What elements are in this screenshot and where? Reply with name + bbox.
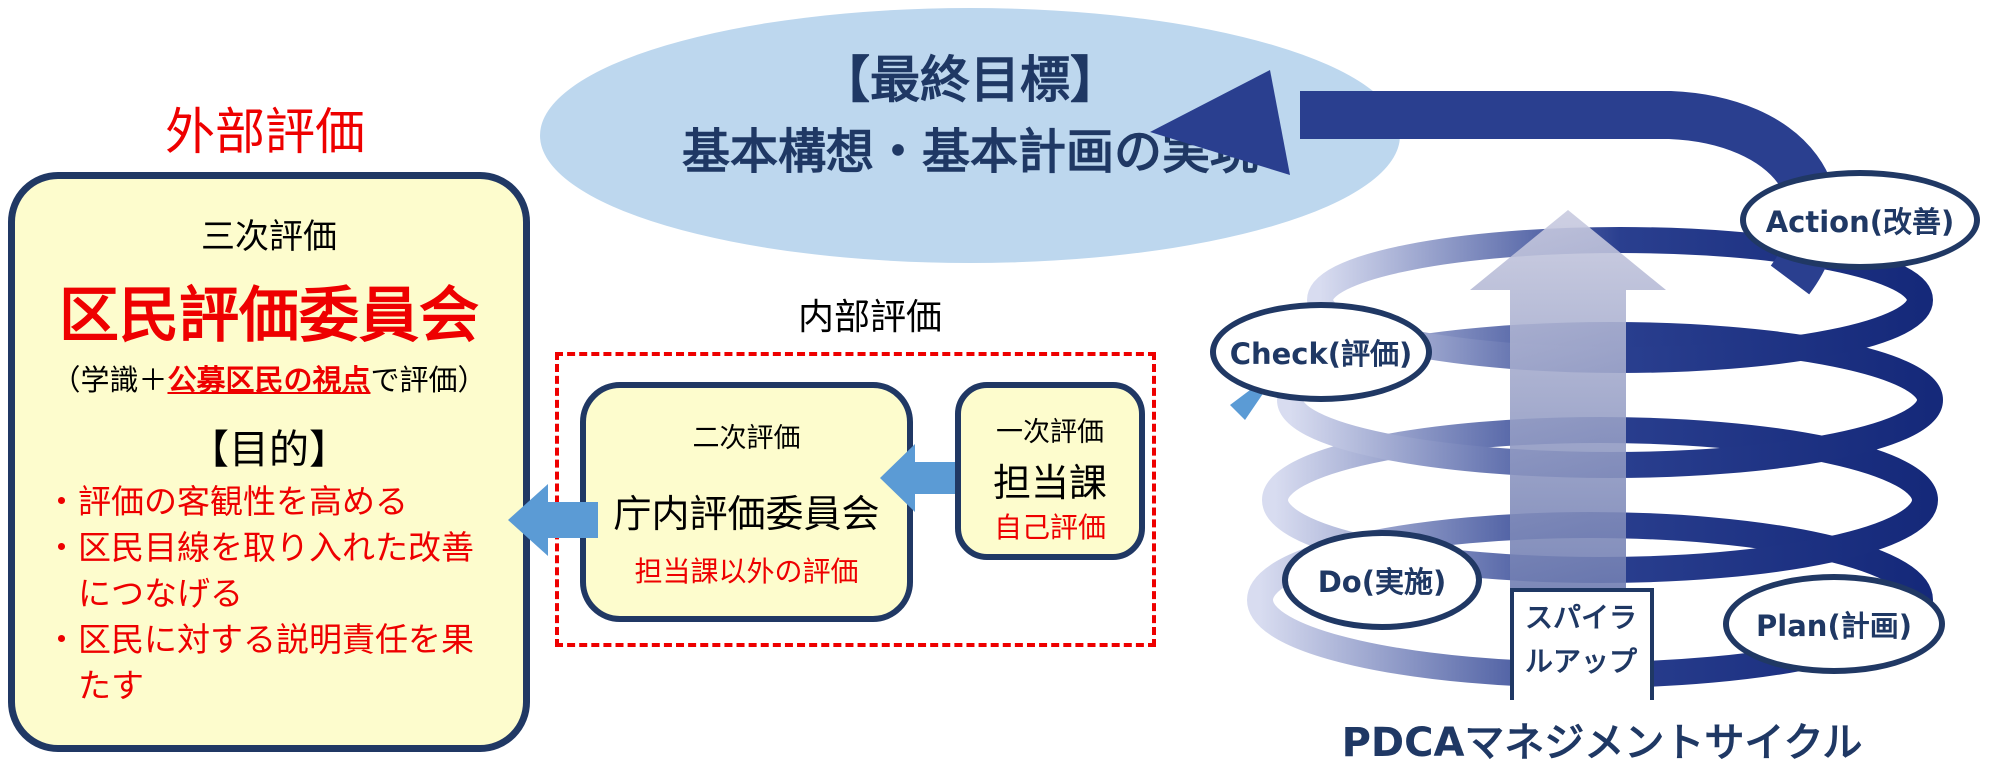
viewpoint-highlight: 公募区民の視点 [167,363,371,397]
purpose-item: たす [45,666,144,705]
do-label: Do(実施) [1317,565,1447,599]
spiral-up-line1: スパイラ [1524,601,1637,634]
first-evaluation-note: 自己評価 [993,511,1106,544]
pdca-caption: PDCAマネジメントサイクル [1341,720,1863,766]
check-label: Check(評価) [1229,337,1413,371]
purpose-item: ・区民目線を取り入れた改善 [45,528,474,567]
action-label: Action(改善) [1765,205,1955,239]
viewpoint-suffix: で評価） [370,363,487,397]
spiral-up-arrow [1470,210,1666,680]
internal-committee-title: 庁内評価委員会 [613,492,880,536]
plan-pill: Plan(計画) [1723,574,1945,674]
purpose-item: ・評価の客観性を高める [45,482,408,521]
goal-title: 【最終目標】 [820,51,1120,109]
second-evaluation-note: 担当課以外の評価 [634,555,859,588]
top-arrow-head [1150,70,1290,175]
second-evaluation-level: 二次評価 [692,423,801,454]
action-pill: Action(改善) [1740,170,1980,270]
internal-evaluation-frame [555,352,1156,647]
second-to-external-arrow [508,484,598,556]
spiral-up-label-box [1510,588,1654,700]
external-evaluation-box: 三次評価 区民評価委員会 （学識＋公募区民の視点で評価） 【目的】 ・評価の客観… [8,172,530,752]
resident-committee-title: 区民評価委員会 [59,281,479,351]
third-evaluation-label: 三次評価 [201,217,337,257]
purpose-item: につなげる [45,574,243,613]
first-evaluation-box: 一次評価 担当課 自己評価 [955,382,1145,560]
spiral-up-label: スパイラ ルアップ [1515,596,1647,684]
plan-label: Plan(計画) [1756,609,1912,643]
department-title: 担当課 [992,461,1107,505]
internal-evaluation-label: 内部評価 [797,297,942,338]
pdca-spiral-graphic [1150,70,1943,700]
viewpoint-prefix: （学識＋ [51,363,168,397]
purpose-heading: 【目的】 [189,427,349,473]
external-evaluation-label: 外部評価 [165,103,365,161]
purpose-item: ・区民に対する説明責任を果 [45,620,474,659]
first-to-second-arrow [880,444,955,512]
check-pill: Check(評価) [1210,302,1432,402]
viewpoint-text: （学識＋公募区民の視点で評価） [15,357,523,399]
spiral-up-line2: ルアップ [1524,645,1637,678]
purpose-list: ・評価の客観性を高める ・区民目線を取り入れた改善 につなげる ・区民に対する説… [45,479,474,709]
first-evaluation-level: 一次評価 [996,417,1104,448]
do-pill: Do(実施) [1282,530,1482,630]
